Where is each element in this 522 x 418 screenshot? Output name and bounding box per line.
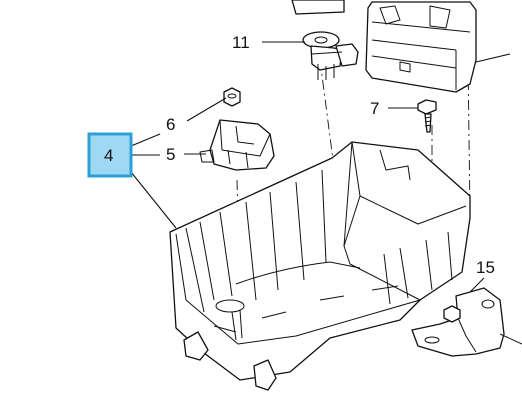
leader-4-lower [130, 171, 177, 229]
bracket-part-5 [199, 119, 275, 171]
leader-lines [130, 41, 511, 293]
callout-5[interactable]: 5 [166, 145, 175, 164]
nut-part-6 [223, 87, 241, 107]
upper-module-part [291, 0, 477, 93]
callout-7[interactable]: 7 [370, 99, 379, 118]
leader-15 [469, 277, 485, 293]
battery-tray-part-4 [169, 141, 471, 391]
callout-4-highlight[interactable] [87, 132, 133, 178]
leader-upper-module [475, 53, 511, 63]
leader-4-upper [130, 133, 161, 147]
leader-6 [186, 97, 227, 122]
connector-part-11 [302, 31, 359, 80]
bolt-part-7 [417, 99, 437, 133]
callout-11[interactable]: 11 [232, 33, 250, 52]
callout-6[interactable]: 6 [166, 115, 175, 134]
callout-15[interactable]: 15 [476, 258, 495, 277]
bracket-part-15 [411, 287, 522, 357]
callout-4[interactable]: 4 [104, 146, 113, 165]
